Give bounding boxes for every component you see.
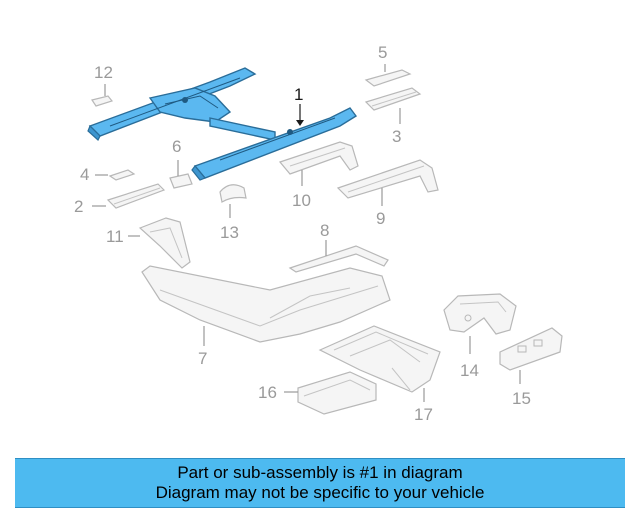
parts-diagram: 12 1 5 3 4 6 xyxy=(74,43,563,424)
label-17: 17 xyxy=(414,405,433,424)
part-7-floor-pan[interactable] xyxy=(141,265,391,346)
part-17-tray[interactable] xyxy=(318,325,441,402)
part-11-bracket[interactable] xyxy=(128,217,191,269)
part-6-clip[interactable] xyxy=(169,160,193,189)
part-8-strip[interactable] xyxy=(288,240,389,273)
label-16: 16 xyxy=(258,383,277,402)
part-13-mount[interactable] xyxy=(219,184,247,218)
label-8: 8 xyxy=(320,221,329,240)
label-7: 7 xyxy=(198,349,207,368)
part-1-frame-rail-assembly[interactable] xyxy=(87,67,358,181)
label-11: 11 xyxy=(106,227,124,246)
label-14: 14 xyxy=(460,361,479,380)
part-5-plate[interactable] xyxy=(364,64,412,87)
label-13: 13 xyxy=(220,223,239,242)
part-3-bracket[interactable] xyxy=(364,87,422,124)
part-4-clip[interactable] xyxy=(95,169,136,181)
part-2-reinforcement[interactable] xyxy=(92,183,166,209)
part-9-rail-extension[interactable] xyxy=(336,159,439,206)
banner-line-1: Part or sub-assembly is #1 in diagram xyxy=(177,463,463,482)
label-1: 1 xyxy=(294,85,303,104)
label-15: 15 xyxy=(512,389,531,408)
label-6: 6 xyxy=(172,137,181,156)
part-12-clip[interactable] xyxy=(91,84,114,107)
part-14-mount-bracket[interactable] xyxy=(443,293,517,354)
label-3: 3 xyxy=(392,127,401,146)
banner-line-2: Diagram may not be specific to your vehi… xyxy=(155,483,485,502)
label-9: 9 xyxy=(376,209,385,228)
label-12: 12 xyxy=(94,63,113,82)
part-15-bracket[interactable] xyxy=(499,327,563,384)
label-5: 5 xyxy=(378,43,387,62)
label-2: 2 xyxy=(74,197,83,216)
label-10: 10 xyxy=(292,191,311,210)
part-10-rail-extension[interactable] xyxy=(278,141,359,186)
label-4: 4 xyxy=(80,165,89,184)
part-16-plate[interactable] xyxy=(284,371,377,415)
info-banner: Part or sub-assembly is #1 in diagram Di… xyxy=(15,458,625,508)
